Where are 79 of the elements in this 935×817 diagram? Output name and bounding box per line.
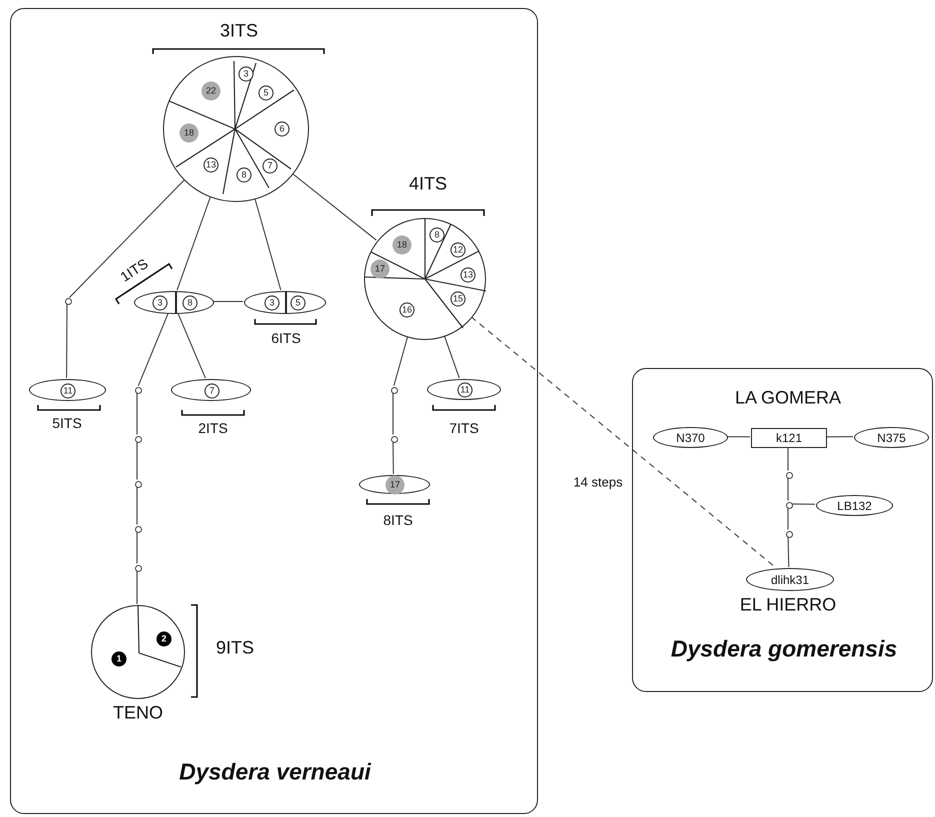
connector-line [726,436,750,438]
intermediate-node [786,502,792,508]
intermediate-node [134,564,142,572]
haplotype-ellipse: N370 [653,427,728,448]
connector-line [254,198,282,291]
connector-line [292,172,377,241]
intermediate-node [786,472,792,478]
connector-line [138,312,169,386]
sample-number: 8 [182,296,198,310]
haplotype-ellipse: LB132 [816,495,893,516]
sample-number: 6 [274,122,290,136]
connector-line [444,335,460,379]
sample-number: 11 [60,384,76,398]
sample-number: 16 [400,302,414,318]
connector-line [177,312,206,379]
group-label: 1ITS [117,255,151,285]
sample-number: 7 [262,158,278,174]
species-panel [632,368,933,692]
sample-number: 22 [202,82,220,100]
species-name: Dysdera verneaui [179,758,371,786]
haplotype-box: k121 [751,428,827,448]
sample-number: 17 [370,260,390,278]
group-label: 8ITS [383,512,413,528]
connector-line [392,392,394,435]
haplotype-ellipse: N375 [854,427,929,448]
connector-line [176,196,211,291]
sample-number: 13 [204,158,218,172]
connector-line [826,436,854,438]
connector-line [136,570,138,604]
intermediate-node [390,386,398,394]
connector-line [136,392,138,435]
island-label: LA GOMERA [734,388,842,408]
connector-line [788,536,790,568]
sample-number: 18 [180,124,198,142]
connector-line [136,441,138,480]
sample-number: 5 [290,296,306,310]
intermediate-node [390,436,398,442]
intermediate-node [134,480,142,488]
species-name: Dysdera gomerensis [670,636,898,662]
sample-number: 3 [264,296,280,310]
connector-line [136,486,138,525]
connector-line [66,303,68,378]
haplotype-ellipse: dlihk31 [746,568,834,591]
group-label: 9ITS [216,638,254,658]
group-label: 6ITS [271,330,301,346]
intermediate-node [134,386,142,394]
connector-line [392,441,394,474]
sample-number: 2 [156,632,172,646]
intermediate-node [786,530,792,538]
connector-line [791,504,816,505]
sample-number: 11 [458,382,472,398]
connector-line [393,336,408,386]
sample-number: 8 [236,168,252,182]
group-label: 5ITS [52,415,82,431]
sample-number: 3 [152,296,168,310]
group-label: 7ITS [449,420,479,436]
sample-number: 12 [450,242,466,258]
intermediate-node [134,436,142,442]
connector-line [212,301,244,302]
sample-number: 8 [430,228,444,242]
sample-number: 18 [392,236,412,254]
sample-number: 13 [460,268,476,282]
sample-number: 3 [238,66,254,82]
sample-number: 1 [112,652,126,666]
group-label: 2ITS [198,420,228,436]
group-label: 4ITS [409,174,447,194]
sample-number: 15 [450,292,466,306]
intermediate-node [134,526,142,532]
edge-label: 14 steps [573,474,623,490]
connector-line [68,180,184,298]
island-label: EL HIERRO [740,594,836,616]
species-panel [10,8,538,814]
sample-number: 5 [258,86,274,100]
group-label: TENO [113,702,163,724]
sample-number: 17 [386,476,404,494]
connector-line [136,531,138,564]
group-label: 3ITS [220,20,258,42]
sample-number: 7 [204,384,220,398]
intermediate-node [64,298,72,304]
